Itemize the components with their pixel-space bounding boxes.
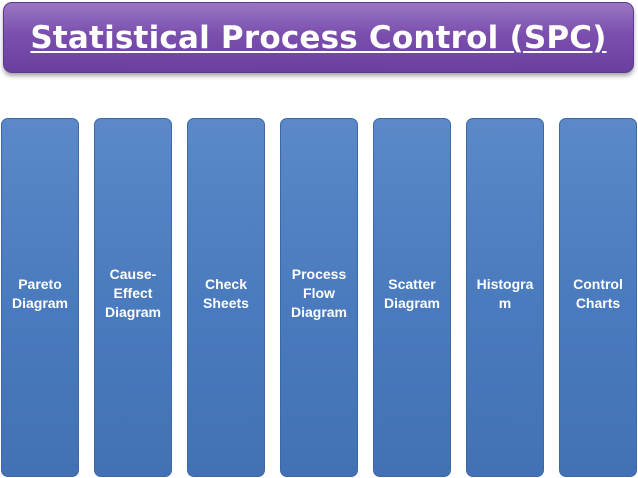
column-scatter-diagram: Scatter Diagram: [373, 118, 451, 477]
column-check-sheets: Check Sheets: [187, 118, 265, 477]
column-cause-effect-diagram: Cause- Effect Diagram: [94, 118, 172, 477]
column-label: Cause- Effect Diagram: [104, 266, 162, 320]
column-histogram: Histogra m: [466, 118, 544, 477]
column-label: Control Charts: [573, 275, 623, 311]
tools-columns: Pareto Diagram Cause- Effect Diagram Che…: [1, 118, 637, 477]
page-title: Statistical Process Control (SPC): [30, 19, 607, 56]
column-pareto-diagram: Pareto Diagram: [1, 118, 79, 477]
column-label: Pareto Diagram: [11, 275, 69, 311]
column-label: Process Flow Diagram: [290, 266, 348, 320]
title-banner: Statistical Process Control (SPC): [3, 2, 634, 73]
column-label: Check Sheets: [203, 275, 249, 311]
column-label: Histogra m: [476, 275, 534, 311]
column-label: Scatter Diagram: [383, 275, 441, 311]
column-control-charts: Control Charts: [559, 118, 637, 477]
column-process-flow-diagram: Process Flow Diagram: [280, 118, 358, 477]
